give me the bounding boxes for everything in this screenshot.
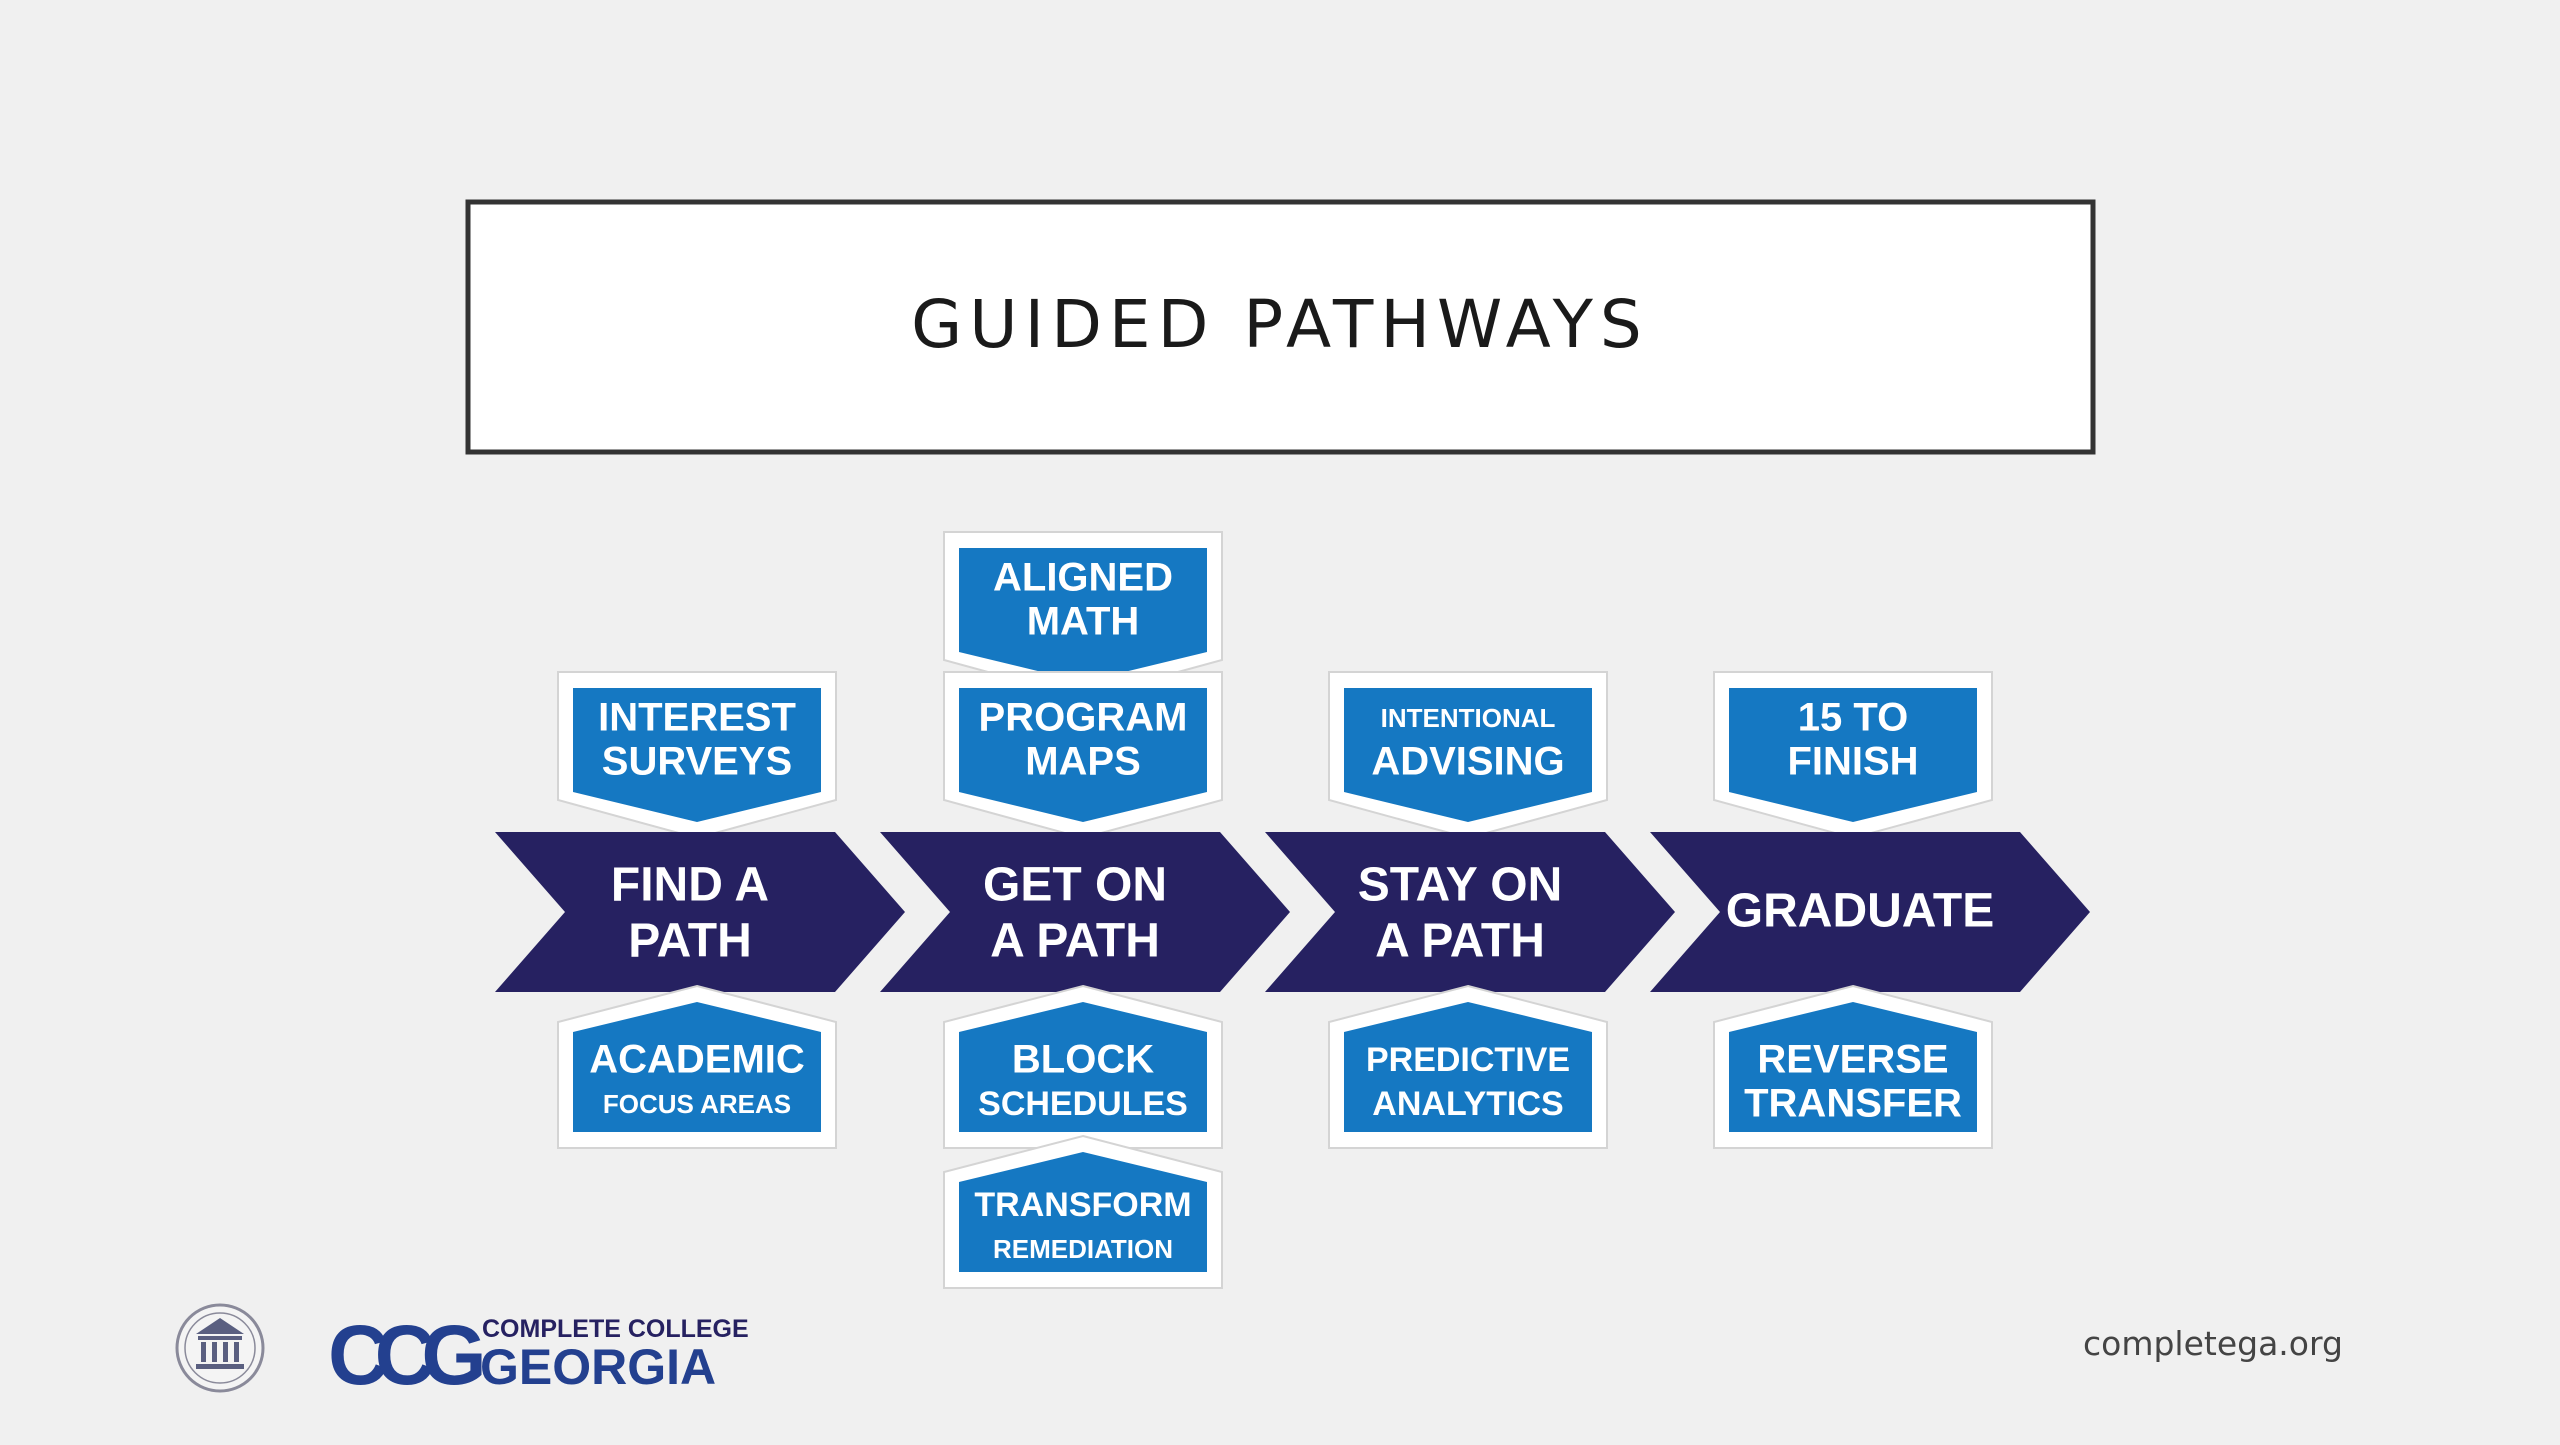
box-predictive-analytics-line-1: PREDICTIVE (1366, 1041, 1570, 1079)
stage-stay-on-a-path: INTENTIONAL ADVISING STAY ONA PATH PREDICTI… (1265, 671, 1675, 1149)
box-transform-remediation-fill (959, 1152, 1207, 1272)
stage-label-4-line-1: GRADUATE (1726, 885, 1994, 938)
box-interest-surveys-line-1: INTEREST (598, 696, 796, 740)
box-aligned-math-line-1: ALIGNED (993, 556, 1173, 600)
box-academic-focus-areas-fill (573, 1002, 821, 1132)
box-block-schedules-fill (959, 1002, 1207, 1132)
logo-line2: GEORGIA (480, 1339, 716, 1395)
box-block-schedules-line-2: SCHEDULES (978, 1085, 1188, 1123)
stage-arrow-2 (880, 832, 1290, 992)
box-interest-surveys-fill (573, 688, 821, 822)
stage-label-2-line-2: A PATH (990, 915, 1160, 968)
stage-arrow-1 (495, 832, 905, 992)
footer: CCG COMPLETE COLLEGE GEORGIA completega.… (175, 1303, 2343, 1402)
complete-college-georgia-logo: CCG COMPLETE COLLEGE GEORGIA (328, 1308, 749, 1402)
box-transform-remediation-line-2: REMEDIATION (993, 1234, 1173, 1264)
logo-mark: CCG (328, 1308, 482, 1402)
box-aligned-math-fill (959, 548, 1207, 682)
box-reverse-transfer-line-2: TRANSFER (1744, 1082, 1962, 1126)
box-interest-surveys-line-2: SURVEYS (602, 740, 792, 784)
box-aligned-math-line-2: MATH (1027, 600, 1140, 644)
slide-title: GUIDED PATHWAYS (911, 286, 1649, 363)
box-predictive-analytics-fill (1344, 1002, 1592, 1132)
box-15-to-finish-line-1: 15 TO (1798, 696, 1908, 740)
box-academic-focus-areas-line-1: ACADEMIC (589, 1038, 805, 1082)
stage-label-3-line-2: A PATH (1375, 915, 1545, 968)
box-block-schedules-line-1: BLOCK (1012, 1038, 1154, 1082)
box-program-maps-line-2: MAPS (1025, 740, 1141, 784)
box-intentional-advising: INTENTIONAL ADVISING (1328, 671, 1608, 840)
logo-line1: COMPLETE COLLEGE (482, 1315, 749, 1343)
footer-url: completega.org (2083, 1324, 2343, 1363)
box-program-maps-line-1: PROGRAM (979, 696, 1188, 740)
box-predictive-analytics: PREDICTIVE ANALYTICS (1328, 984, 1608, 1149)
stage-arrow-4 (1650, 832, 2090, 992)
box-program-maps-fill (959, 688, 1207, 822)
stage-label-3-line-1: STAY ON (1358, 859, 1563, 912)
stage-label-2-line-1: GET ON (983, 859, 1167, 912)
box-transform-remediation-line-1: TRANSFORM (974, 1186, 1191, 1224)
box-intentional-advising-fill (1344, 688, 1592, 822)
title-box: GUIDED PATHWAYS (465, 199, 2096, 455)
box-intentional-advising-line-1: INTENTIONAL (1381, 703, 1556, 733)
stage-arrow-3 (1265, 832, 1675, 992)
box-academic-focus-areas-line-2: FOCUS AREAS (603, 1089, 791, 1119)
box-reverse-transfer-fill (1729, 1002, 1977, 1132)
university-seal-icon (175, 1303, 265, 1393)
box-transform-remediation: TRANSFORM REMEDIATION (943, 1134, 1223, 1289)
box-intentional-advising-line-2: ADVISING (1371, 740, 1564, 784)
stage-label-1-line-2: PATH (628, 915, 752, 968)
box-15-to-finish-fill (1729, 688, 1977, 822)
box-reverse-transfer-line-1: REVERSE (1757, 1038, 1948, 1082)
box-predictive-analytics-line-2: ANALYTICS (1372, 1085, 1563, 1123)
box-15-to-finish-line-2: FINISH (1787, 740, 1918, 784)
box-academic-focus-areas: ACADEMIC FOCUS AREAS (557, 984, 837, 1149)
stage-label-1-line-1: FIND A (611, 859, 769, 912)
title-frame (465, 199, 2096, 455)
